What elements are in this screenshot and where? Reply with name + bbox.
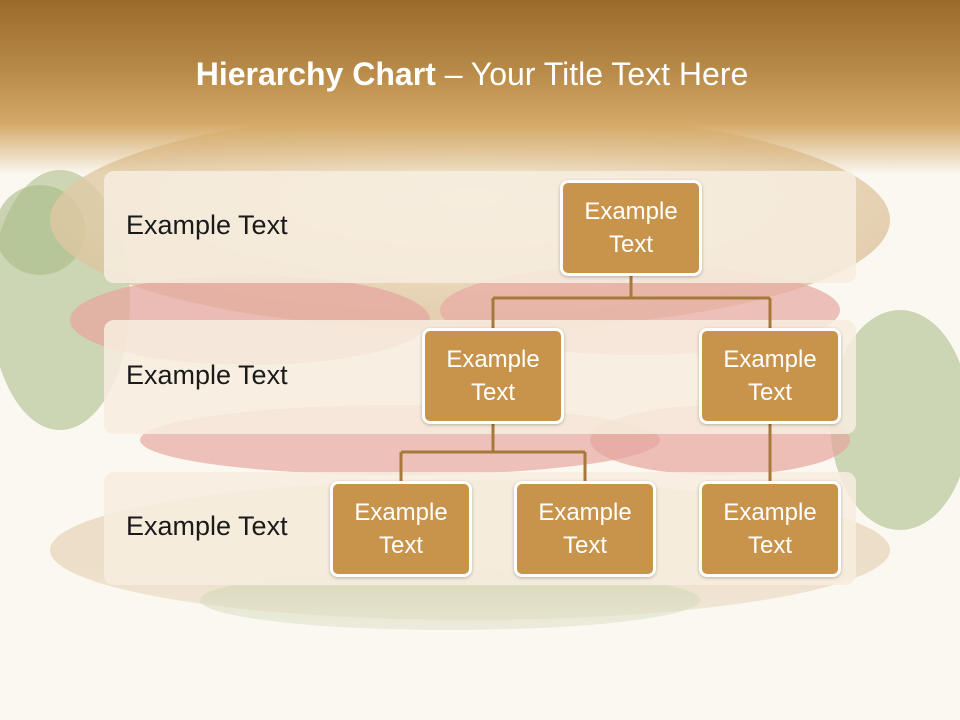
row-band-1 bbox=[104, 171, 856, 283]
row-label-3: Example Text bbox=[126, 511, 288, 541]
node-level3-b[interactable]: Example Text bbox=[514, 481, 656, 577]
slide-title: Hierarchy Chart – Your Title Text Here bbox=[0, 56, 944, 93]
header-band bbox=[0, 0, 960, 175]
title-bold: Hierarchy Chart bbox=[195, 56, 436, 92]
node-level2-left[interactable]: Example Text bbox=[422, 328, 564, 424]
node-root[interactable]: Example Text bbox=[560, 180, 702, 276]
node-level3-c[interactable]: Example Text bbox=[699, 481, 841, 577]
row-label-2: Example Text bbox=[126, 360, 288, 390]
node-level2-right[interactable]: Example Text bbox=[699, 328, 841, 424]
row-label-1: Example Text bbox=[126, 210, 288, 240]
node-level3-a[interactable]: Example Text bbox=[330, 481, 472, 577]
title-rest: – Your Title Text Here bbox=[435, 56, 749, 92]
